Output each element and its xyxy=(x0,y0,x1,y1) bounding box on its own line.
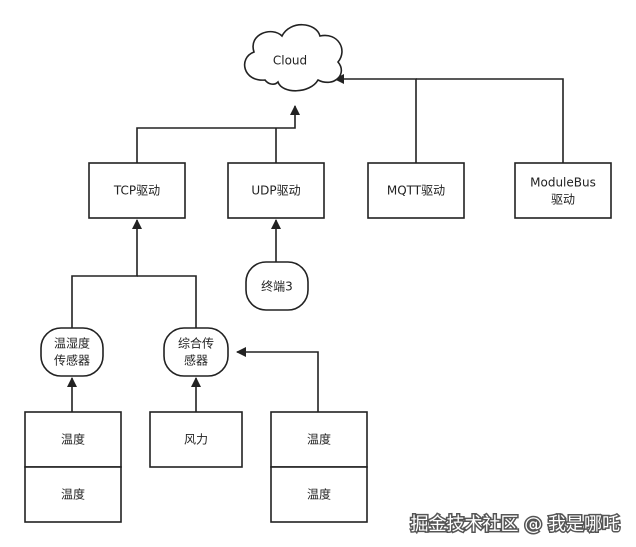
cloud-icon xyxy=(243,23,343,92)
edge-composite-to-tcp xyxy=(137,275,197,328)
temp-label-c: 温度 xyxy=(307,432,331,447)
cloud-label: Cloud xyxy=(273,54,307,68)
terminal3-box xyxy=(245,261,309,311)
mqtt-driver-node: MQTT驱动 xyxy=(367,162,465,219)
temp-label-d: 温度 xyxy=(307,487,331,502)
edge-modulebus-to-cloud xyxy=(416,78,564,163)
wind-box xyxy=(149,411,243,468)
wind-label: 风力 xyxy=(184,433,208,447)
tcp-driver-label: TCP驱动 xyxy=(113,184,160,198)
composite-sensor-node: 综合传 感器 xyxy=(163,327,229,377)
temp-humidity-sensor-box xyxy=(40,327,104,377)
composite-sensor-label-line2: 感器 xyxy=(184,353,208,368)
edge-temphumidity-to-tcp xyxy=(71,219,142,328)
composite-data-group: 温度 温度 xyxy=(270,411,368,523)
composite-sensor-label-line1: 综合传 xyxy=(178,336,214,351)
edge-temp-to-composite xyxy=(236,347,319,412)
watermark: 掘金技术社区 @ 我是哪吒 xyxy=(411,514,620,535)
tcp-driver-node: TCP驱动 xyxy=(88,162,186,219)
tcp-driver-box xyxy=(88,162,186,219)
temp-humidity-data-group: 温度 温度 xyxy=(24,411,122,523)
edge-tcp-to-cloud xyxy=(136,105,300,163)
modulebus-driver-label-line2: 驱动 xyxy=(551,193,575,207)
cloud-node: Cloud xyxy=(243,23,343,92)
terminal3-label: 终端3 xyxy=(261,279,293,294)
udp-driver-box xyxy=(227,162,325,219)
connectors xyxy=(67,74,564,412)
modulebus-driver-box xyxy=(514,162,612,219)
udp-driver-label: UDP驱动 xyxy=(251,184,300,198)
temp-box-c xyxy=(270,411,368,468)
mqtt-driver-box xyxy=(367,162,465,219)
temp-humidity-sensor-node: 温湿度 传感器 xyxy=(40,327,104,377)
mqtt-driver-label: MQTT驱动 xyxy=(387,184,445,198)
terminal3-node: 终端3 xyxy=(245,261,309,311)
temp-label-a: 温度 xyxy=(61,432,85,447)
udp-driver-node: UDP驱动 xyxy=(227,162,325,219)
temp-humidity-sensor-label-line1: 温湿度 xyxy=(54,336,90,351)
edge-mqtt-to-cloud xyxy=(334,74,417,163)
temp-humidity-sensor-label-line2: 传感器 xyxy=(54,353,90,368)
wind-node: 风力 xyxy=(149,411,243,468)
composite-sensor-box xyxy=(163,327,229,377)
temp-box-d xyxy=(270,466,368,523)
modulebus-driver-label-line1: ModuleBus xyxy=(530,176,596,190)
temp-box-b xyxy=(24,466,122,523)
temp-box-a xyxy=(24,411,122,468)
temp-label-b: 温度 xyxy=(61,487,85,502)
modulebus-driver-node: ModuleBus 驱动 xyxy=(514,162,612,219)
